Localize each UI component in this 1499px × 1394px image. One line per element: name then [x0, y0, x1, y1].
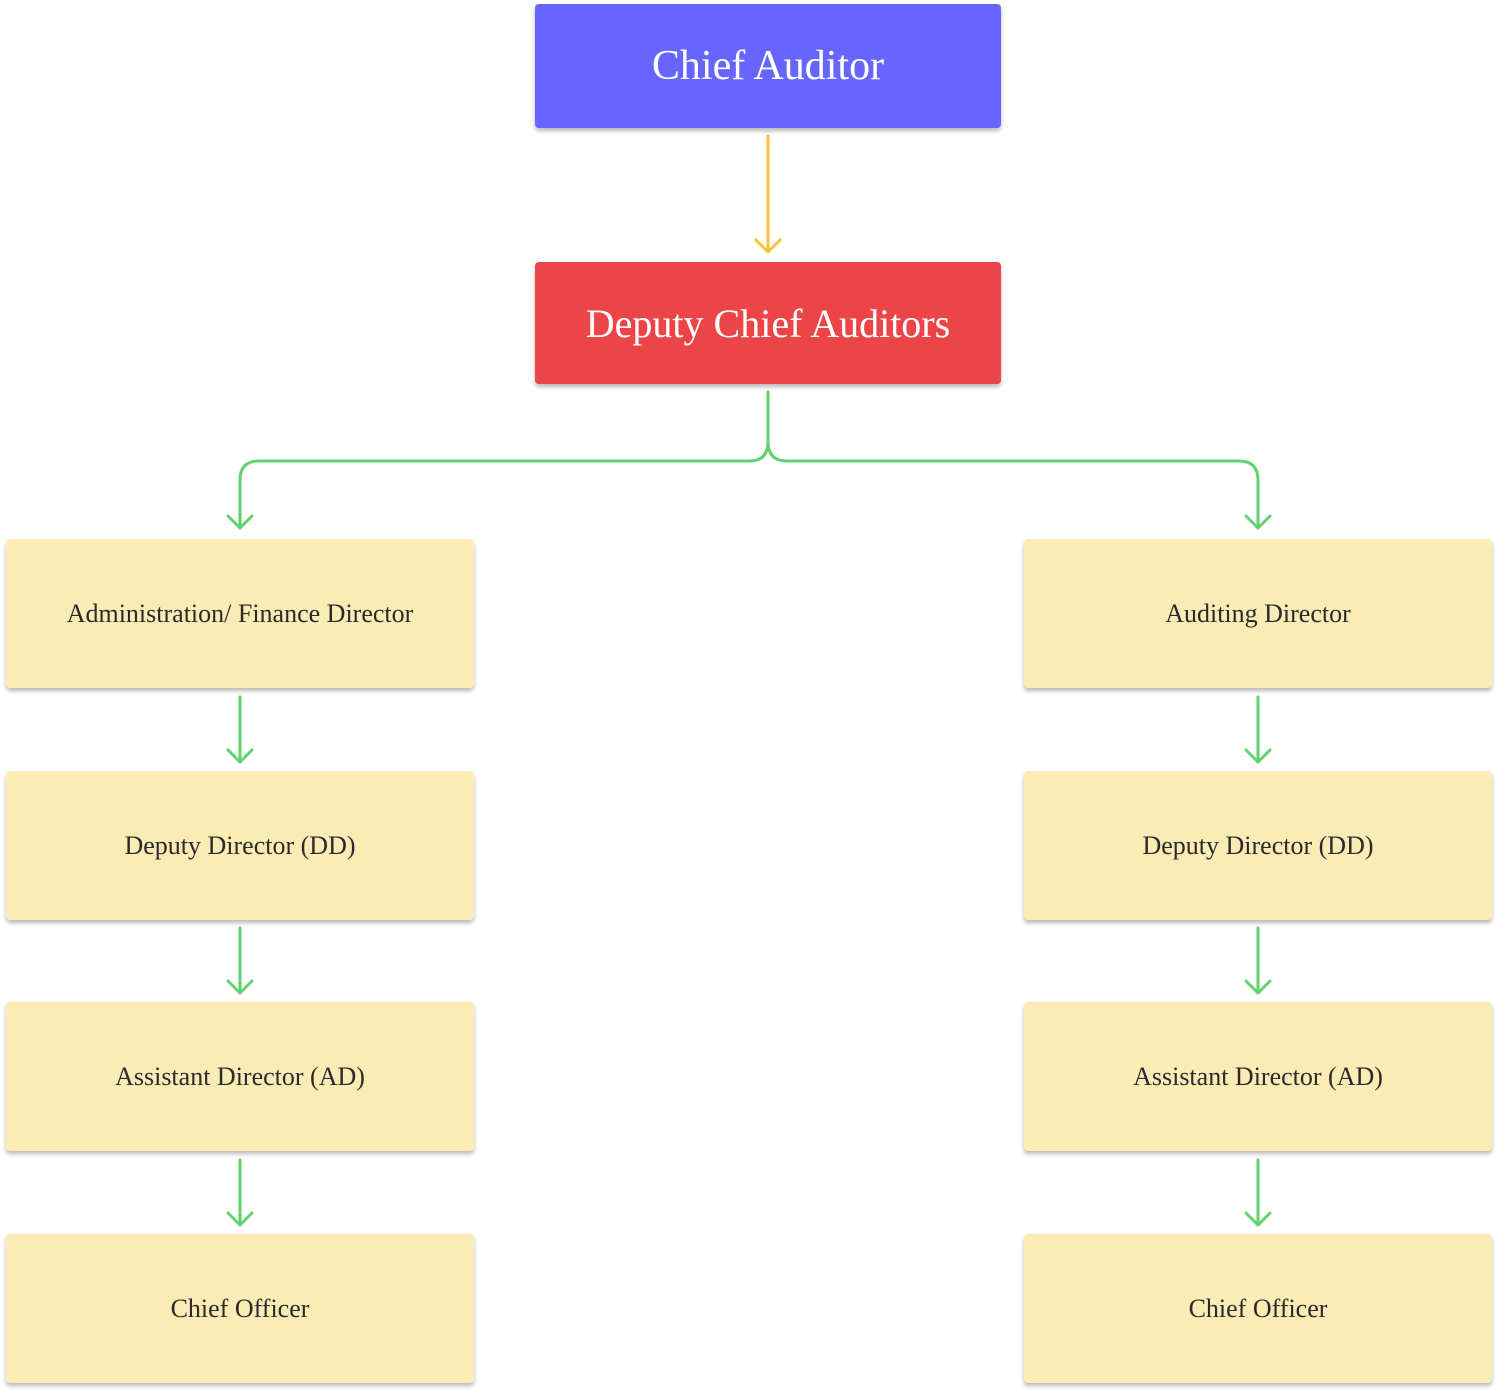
auditing-director-node[interactable]: Auditing Director: [1024, 539, 1492, 688]
left-assistant-director-label: Assistant Director (AD): [115, 1061, 365, 1091]
left-deputy-director-node[interactable]: Deputy Director (DD): [6, 771, 474, 920]
admin-finance-director-label: Administration/ Finance Director: [66, 598, 414, 628]
right-deputy-director-label: Deputy Director (DD): [1142, 830, 1374, 860]
deputy-chief-auditors-node[interactable]: Deputy Chief Auditors: [535, 262, 1001, 384]
left-deputy-director-label: Deputy Director (DD): [124, 830, 356, 860]
right-assistant-director-node[interactable]: Assistant Director (AD): [1024, 1002, 1492, 1151]
auditing-director-label: Auditing Director: [1165, 598, 1351, 628]
root-to-deputy-arrow: [754, 134, 782, 254]
left-chief-officer-label: Chief Officer: [170, 1293, 310, 1323]
left-director-to-dd-arrow: [226, 695, 254, 764]
right-chief-officer-label: Chief Officer: [1188, 1293, 1328, 1323]
right-director-to-dd-arrow: [1244, 695, 1272, 764]
chief-auditor-label: Chief Auditor: [651, 43, 885, 89]
left-ad-to-chief-officer-arrow: [226, 1158, 254, 1227]
right-chief-officer-node[interactable]: Chief Officer: [1024, 1234, 1492, 1383]
left-dd-to-ad-arrow: [226, 926, 254, 995]
admin-finance-director-node[interactable]: Administration/ Finance Director: [6, 539, 474, 688]
deputy-split-connector: [226, 390, 1272, 530]
right-assistant-director-label: Assistant Director (AD): [1133, 1061, 1383, 1091]
right-deputy-director-node[interactable]: Deputy Director (DD): [1024, 771, 1492, 920]
right-dd-to-ad-arrow: [1244, 926, 1272, 995]
right-ad-to-chief-officer-arrow: [1244, 1158, 1272, 1227]
left-chief-officer-node[interactable]: Chief Officer: [6, 1234, 474, 1383]
chief-auditor-node[interactable]: Chief Auditor: [535, 4, 1001, 128]
left-assistant-director-node[interactable]: Assistant Director (AD): [6, 1002, 474, 1151]
deputy-chief-auditors-label: Deputy Chief Auditors: [585, 300, 951, 346]
